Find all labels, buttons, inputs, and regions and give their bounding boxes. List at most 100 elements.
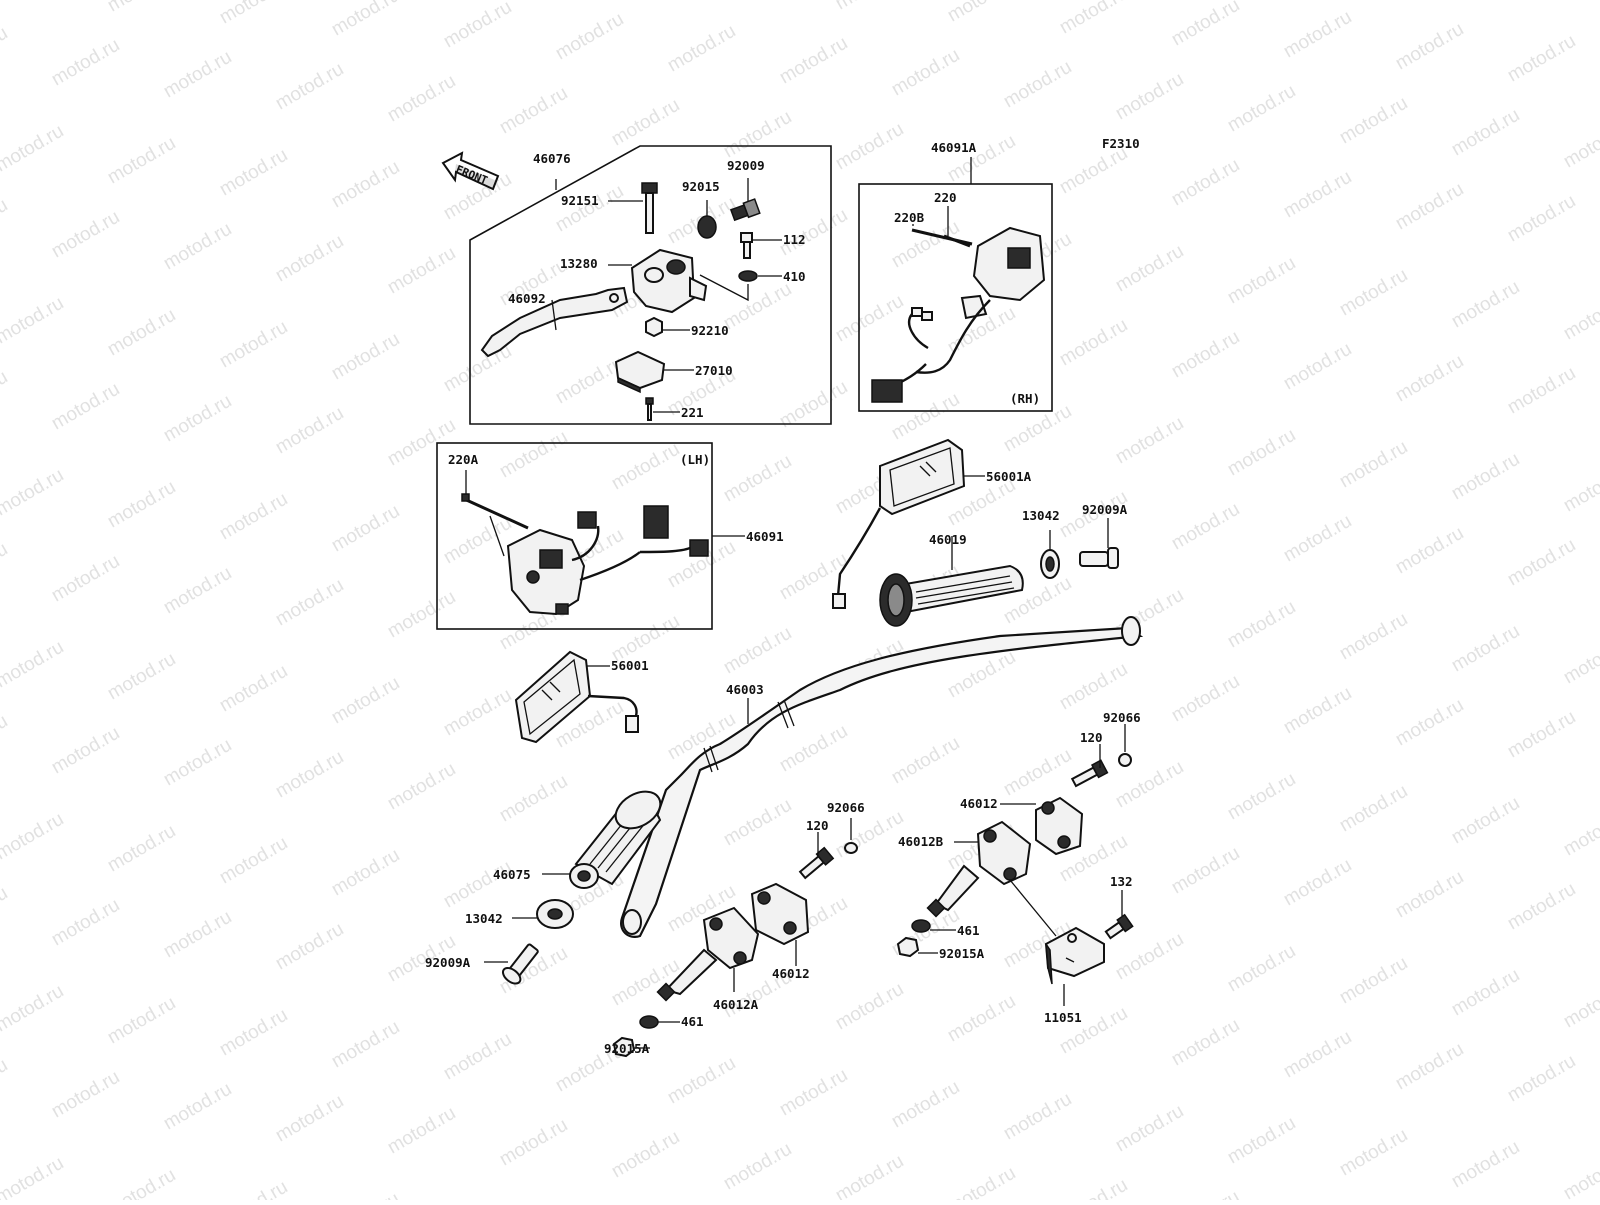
label-92015: 92015 [682,179,720,194]
watermark-text: motod.ru [104,0,179,16]
watermark-text: motod.ru [720,0,795,2]
watermark-text: motod.ru [1504,707,1579,763]
label-92210: 92210 [691,323,729,338]
label-46012B: 46012B [898,834,944,849]
watermark-text: motod.ru [48,1067,123,1123]
watermark-text: motod.ru [1504,363,1579,419]
watermark-text: motod.ru [776,1065,851,1121]
watermark-text: motod.ru [1168,327,1243,383]
label-46091: 46091 [746,529,784,544]
watermark-text: motod.ru [1056,143,1131,199]
watermark-text: motod.ru [1336,781,1411,837]
watermark-text: motod.ru [1280,511,1355,567]
label-220B: 220B [894,210,925,225]
watermark-text: motod.ru [328,0,403,40]
watermark-text: motod.ru [664,21,739,77]
label-92015A-right: 92015A [939,946,985,961]
watermark-text: motod.ru [1448,965,1523,1021]
label-11051: 11051 [1044,1010,1082,1025]
watermark-text: motod.ru [1448,793,1523,849]
watermark-text: motod.ru [0,367,11,423]
lever-nut [646,318,662,336]
watermark-text: motod.ru [832,979,907,1035]
watermark-text: motod.ru [944,0,1019,26]
watermark-text: motod.ru [776,721,851,777]
watermark-text: motod.ru [496,427,571,483]
watermark-text: motod.ru [272,231,347,287]
watermark-text: motod.ru [720,451,795,507]
watermark-text: motod.ru [720,623,795,679]
watermark-text: motod.ru [216,489,291,545]
label-92009A-bottom: 92009A [425,955,471,970]
watermark-text: motod.ru [1280,339,1355,395]
label-46076: 46076 [533,151,571,166]
left-hand-label: (LH) [680,452,710,467]
watermark-text: motod.ru [440,0,515,52]
watermark-text: motod.ru [1224,425,1299,481]
watermark-text: motod.ru [1392,1039,1467,1095]
watermark-text: motod.ru [48,723,123,779]
left-connector-large [644,506,668,538]
watermark-text: motod.ru [496,1115,571,1171]
watermark-text: motod.ru [216,1005,291,1061]
watermark-text: motod.ru [720,279,795,335]
watermark-text: motod.ru [608,95,683,151]
watermark-text: motod.ru [0,981,67,1037]
watermark-text: motod.ru [888,1077,963,1133]
watermark-text: motod.ru [216,661,291,717]
watermark-text: motod.ru [216,0,291,28]
watermark-text: motod.ru [1448,449,1523,505]
watermark-text: motod.ru [1000,745,1075,801]
watermark-text: motod.ru [1280,683,1355,739]
watermark-text: motod.ru [1280,855,1355,911]
watermark-text: motod.ru [160,735,235,791]
watermark-text: motod.ru [104,821,179,877]
watermark-text: motod.ru [1000,57,1075,113]
label-120-mid: 120 [806,818,829,833]
watermark-text: motod.ru [888,217,963,273]
watermark-text: motod.ru [440,1029,515,1085]
watermark-text: motod.ru [720,107,795,163]
watermark-text: motod.ru [1280,7,1355,63]
watermark-text: motod.ru [1392,351,1467,407]
watermark-text: motod.ru [944,1163,1019,1200]
watermark-text: motod.ru [1168,671,1243,727]
label-13280: 13280 [560,256,598,271]
watermark-text: motod.ru [440,341,515,397]
watermark-text: motod.ru [0,1153,67,1200]
right-hand-label: (RH) [1010,391,1040,406]
label-132: 132 [1110,874,1133,889]
watermark-text: motod.ru [0,293,67,349]
watermark-text: motod.ru [0,121,67,177]
watermark-text: motod.ru [1560,633,1600,689]
washer-92066-right [1119,754,1131,766]
watermark-text: motod.ru [1448,621,1523,677]
label-461-left: 461 [681,1014,704,1029]
watermark-text: motod.ru [440,513,515,569]
watermark-text: motod.ru [104,649,179,705]
label-13042-top: 13042 [1022,508,1060,523]
watermark-text: motod.ru [496,83,571,139]
watermark-text: motod.ru [328,329,403,385]
watermark-text: motod.ru [832,119,907,175]
watermark-text: motod.ru [0,637,67,693]
watermark-text: motod.ru [1112,413,1187,469]
watermark-text: motod.ru [944,991,1019,1047]
watermark-text: motod.ru [272,1091,347,1147]
watermark-text: motod.ru [104,477,179,533]
watermark-text: motod.ru [720,795,795,851]
watermark-text: motod.ru [1168,499,1243,555]
watermark-text: motod.ru [272,403,347,459]
watermark-text: motod.ru [1448,105,1523,161]
watermark-text: motod.ru [1504,535,1579,591]
watermark-text: motod.ru [160,563,235,619]
watermark-text: motod.ru [1504,1051,1579,1107]
watermark-text: motod.ru [328,673,403,729]
watermark-text: motod.ru [104,1165,179,1200]
watermark-text: motod.ru [0,23,11,79]
watermark-text: motod.ru [496,771,571,827]
label-56001A: 56001A [986,469,1032,484]
watermark-text: motod.ru [216,145,291,201]
watermark-text: motod.ru [160,907,235,963]
